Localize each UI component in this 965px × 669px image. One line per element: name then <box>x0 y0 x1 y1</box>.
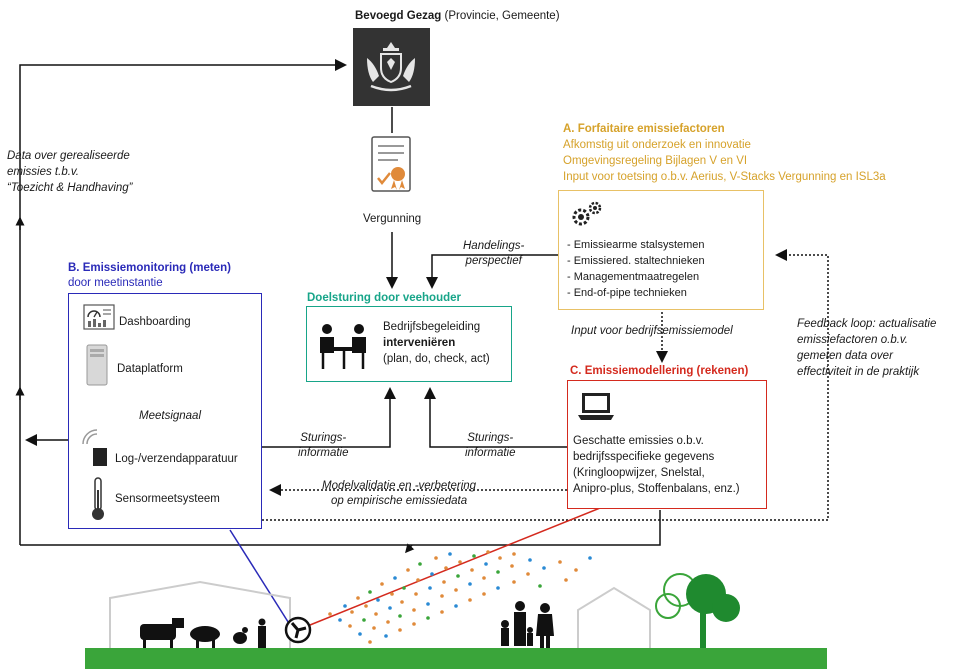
section-a-title: A. Forfaitaire emissiefactoren <box>563 123 725 135</box>
handelings-line2: perspectief <box>465 255 522 267</box>
dataplatform-label: Dataplatform <box>117 363 183 375</box>
validatie-line2: op empirische emissiedata <box>330 495 468 507</box>
section-a-header: A. Forfaitaire emissiefactoren Afkomstig… <box>563 121 886 185</box>
meetsignaal-label: Meetsignaal <box>139 410 202 422</box>
left-flow-line1: Data over gerealiseerde <box>7 150 130 162</box>
feedback-line4: effectiviteit in de praktijk <box>797 366 920 378</box>
sturing-right-line1: Sturings- <box>467 432 514 444</box>
section-a-item: - Emissiered. staltechnieken <box>567 255 705 267</box>
section-c-text: Geschatte emissies o.b.v. bedrijfsspecif… <box>573 433 740 497</box>
section-c-line3: (Kringloopwijzer, Snelstal, <box>573 467 705 479</box>
permit-label: Vergunning <box>363 213 422 225</box>
thermometer-icon <box>92 477 104 520</box>
left-flow-label: Data over gerealiseerde emissies t.b.v. … <box>7 148 133 196</box>
doelsturing-box: Bedrijfsbegeleiding interveniëren (plan,… <box>306 306 512 382</box>
section-b-subtitle: door meetinstantie <box>68 277 163 289</box>
grass-strip <box>85 648 827 669</box>
doelsturing-title: Doelsturing door veehouder <box>307 292 461 304</box>
laptop-icon <box>578 393 614 420</box>
farmer-icon <box>258 618 266 648</box>
section-a-line2: Omgevingsregeling Bijlagen V en VI <box>563 155 748 167</box>
section-b-header: B. Emissiemonitoring (meten) door meetin… <box>68 261 231 291</box>
sensor-label: Sensormeetsysteem <box>115 493 220 505</box>
handelings-label: Handelings- perspectief <box>463 239 524 269</box>
validatie-label: Modelvalidatie en -verbetering op empiri… <box>322 479 476 509</box>
section-a-line3: Input voor toetsing o.b.v. Aerius, V-Sta… <box>563 171 886 183</box>
doelsturing-text: Bedrijfsbegeleiding interveniëren (plan,… <box>383 319 490 367</box>
validatie-line1: Modelvalidatie en -verbetering <box>322 480 477 492</box>
input-model-label: Input voor bedrijfsemissiemodel <box>571 325 733 337</box>
sturing-left-line1: Sturings- <box>300 432 347 444</box>
farm-scene <box>85 550 827 669</box>
wireless-transmitter-icon <box>82 429 107 466</box>
section-c-title: C. Emissiemodellering (rekenen) <box>570 365 749 377</box>
section-c-box: Geschatte emissies o.b.v. bedrijfsspecif… <box>567 380 767 509</box>
section-c-line4: Anipro-plus, Stoffenbalans, enz.) <box>573 483 740 495</box>
emission-particles-icon <box>328 550 592 644</box>
feedback-line2: emissiefactoren o.b.v. <box>797 334 909 346</box>
cow-icon <box>140 618 184 650</box>
dashboarding-label: Dashboarding <box>119 316 191 328</box>
authority-logo <box>353 28 430 106</box>
doelsturing-line3: (plan, do, check, act) <box>383 353 490 365</box>
sturing-right-label: Sturings- informatie <box>465 431 516 461</box>
permit-document <box>368 134 416 196</box>
family-icon <box>501 601 554 648</box>
log-label: Log-/verzendapparatuur <box>115 453 238 465</box>
section-b-title: B. Emissiemonitoring (meten) <box>68 262 231 274</box>
server-icon <box>86 344 108 386</box>
gears-icon <box>572 201 602 226</box>
section-a-item: - Emissiearme stalsystemen <box>567 239 705 251</box>
fan-icon <box>284 616 312 644</box>
section-b-box: Dashboarding Dataplatform Meetsignaal Lo… <box>68 293 262 529</box>
authority-title: Bevoegd Gezag <box>355 10 442 22</box>
section-a-item: - Managementmaatregelen <box>567 271 700 283</box>
sturing-right-line2: informatie <box>465 447 516 459</box>
pig-icon <box>190 626 220 648</box>
section-a-item: - End-of-pipe technieken <box>567 287 687 299</box>
dashboard-icon <box>83 304 115 330</box>
doelsturing-line2: interveniëren <box>383 337 456 349</box>
feedback-line3: gemeten data over <box>797 350 893 362</box>
sturing-left-label: Sturings- informatie <box>298 431 349 461</box>
sturing-left-line2: informatie <box>298 447 349 459</box>
feedback-label: Feedback loop: actualisatie emissiefacto… <box>797 316 936 380</box>
chicken-icon <box>233 627 248 644</box>
feedback-line1: Feedback loop: actualisatie <box>797 318 937 330</box>
coat-of-arms-icon <box>367 42 415 92</box>
tree-icon <box>655 573 740 648</box>
authority-heading: Bevoegd Gezag (Provincie, Gemeente) <box>355 9 560 24</box>
section-a-list: - Emissiearme stalsystemen - Emissiered.… <box>567 237 705 301</box>
section-c-line2: bedrijfsspecifieke gegevens <box>573 451 715 463</box>
section-a-line1: Afkomstig uit onderzoek en innovatie <box>563 139 751 151</box>
doelsturing-line1: Bedrijfsbegeleiding <box>383 321 481 333</box>
section-a-box: - Emissiearme stalsystemen - Emissiered.… <box>558 190 764 310</box>
authority-subtitle: (Provincie, Gemeente) <box>444 10 560 22</box>
certificate-icon <box>371 136 411 192</box>
section-c-line1: Geschatte emissies o.b.v. <box>573 435 704 447</box>
left-flow-line2: emissies t.b.v. <box>7 166 79 178</box>
handelings-line1: Handelings- <box>463 240 525 252</box>
meeting-people-icon <box>320 324 366 369</box>
left-flow-line3: “Toezicht & Handhaving” <box>7 182 133 194</box>
